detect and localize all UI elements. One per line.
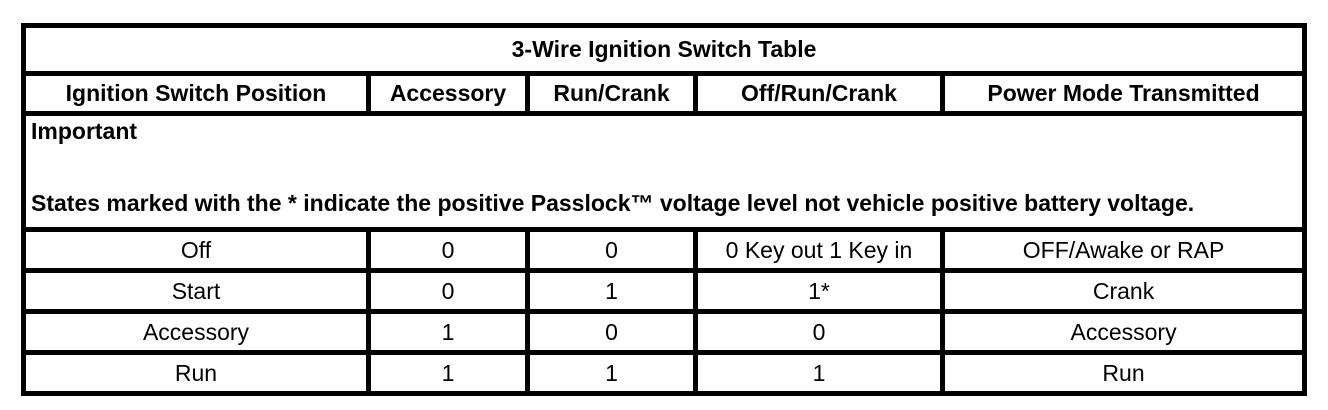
title-row: 3-Wire Ignition Switch Table <box>20 23 1308 76</box>
cell-position: Run <box>21 350 371 396</box>
cell-run-crank: 0 <box>525 227 698 273</box>
cell-position: Off <box>21 227 371 273</box>
cell-power-mode: Accessory <box>939 309 1308 355</box>
header-off-run-crank: Off/Run/Crank <box>693 71 945 116</box>
note-cell: Important States marked with the * indic… <box>20 111 1308 232</box>
cell-power-mode: OFF/Awake or RAP <box>939 227 1308 273</box>
header-run-crank: Run/Crank <box>525 71 698 116</box>
cell-run-crank: 1 <box>525 268 698 314</box>
cell-off-run-crank: 0 Key out 1 Key in <box>693 227 945 273</box>
cell-position: Start <box>21 268 371 314</box>
cell-accessory: 0 <box>366 268 530 314</box>
cell-position: Accessory <box>21 309 371 355</box>
cell-power-mode: Crank <box>939 268 1308 314</box>
note-body: States marked with the * indicate the po… <box>31 190 1195 216</box>
table-title: 3-Wire Ignition Switch Table <box>20 23 1308 76</box>
table-row-off: Off 0 0 0 Key out 1 Key in OFF/Awake or … <box>21 227 1308 273</box>
cell-off-run-crank: 1 <box>693 350 945 396</box>
header-ignition-switch-position: Ignition Switch Position <box>21 71 371 116</box>
table-row-start: Start 0 1 1* Crank <box>21 268 1308 314</box>
note-heading: Important <box>31 118 138 145</box>
cell-accessory: 1 <box>366 309 530 355</box>
cell-accessory: 1 <box>366 350 530 396</box>
cell-run-crank: 0 <box>525 309 698 355</box>
cell-off-run-crank: 1* <box>693 268 945 314</box>
header-power-mode-transmitted: Power Mode Transmitted <box>939 71 1308 116</box>
cell-off-run-crank: 0 <box>693 309 945 355</box>
cell-run-crank: 1 <box>525 350 698 396</box>
header-accessory: Accessory <box>366 71 530 116</box>
cell-power-mode: Run <box>939 350 1308 396</box>
table-row-accessory: Accessory 1 0 0 Accessory <box>21 309 1308 355</box>
note-row: Important States marked with the * indic… <box>20 111 1308 232</box>
ignition-switch-table: 3-Wire Ignition Switch Table Ignition Sw… <box>20 23 1308 396</box>
table-row-run: Run 1 1 1 Run <box>21 350 1308 396</box>
header-row: Ignition Switch Position Accessory Run/C… <box>21 71 1308 116</box>
cell-accessory: 0 <box>366 227 530 273</box>
